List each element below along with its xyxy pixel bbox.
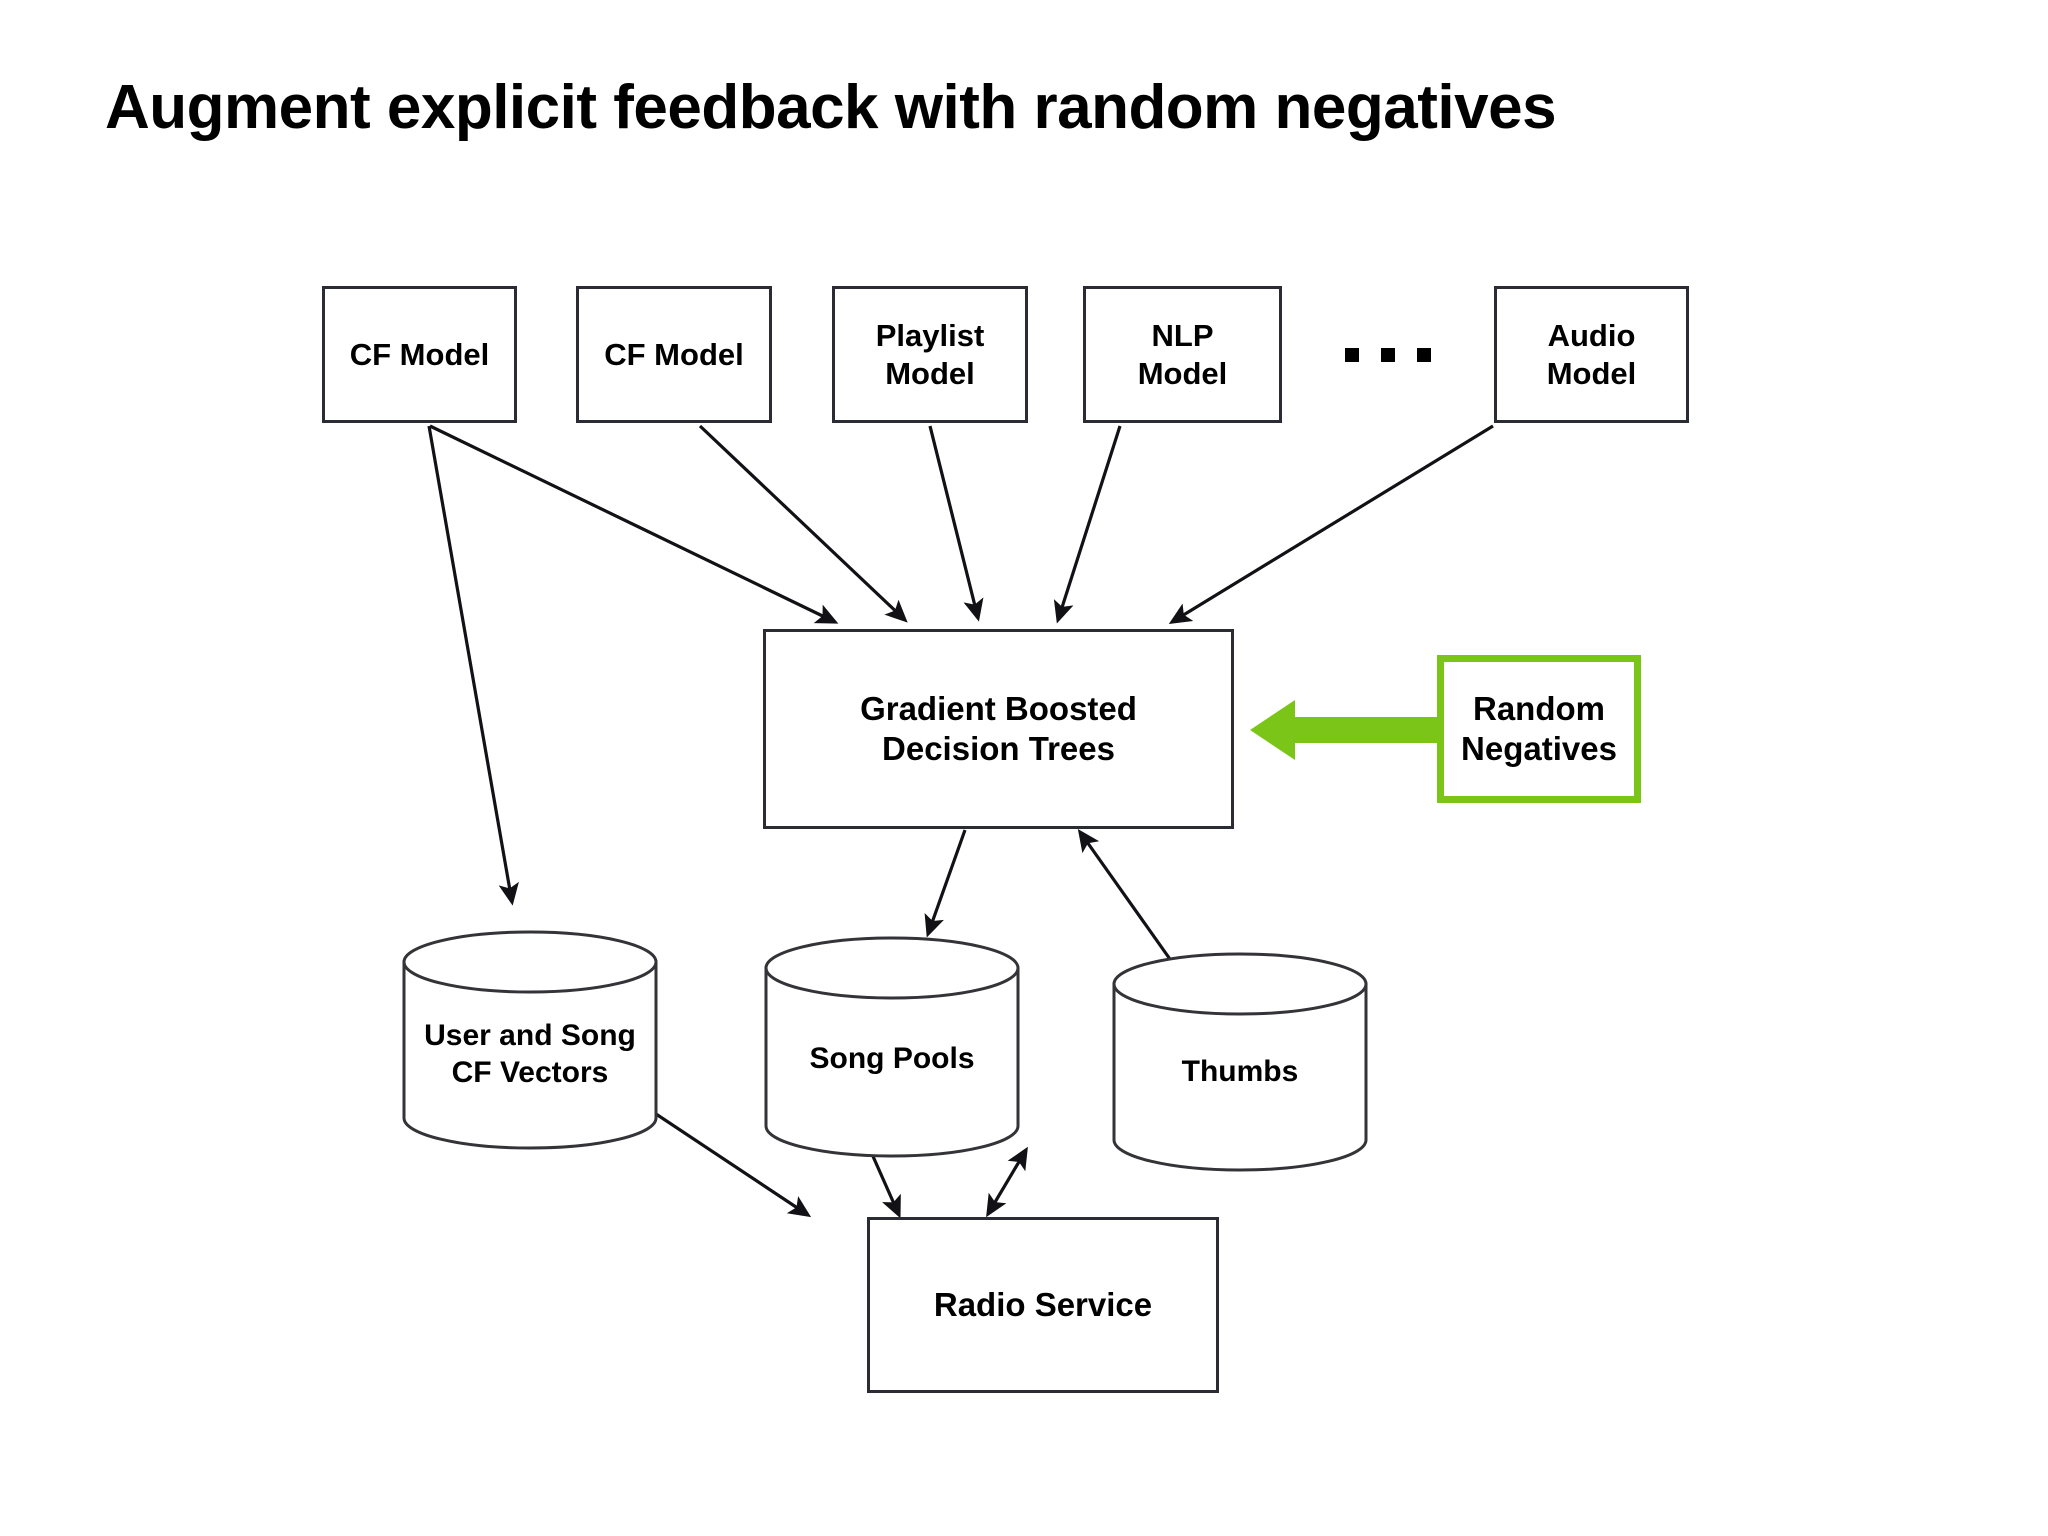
edge-nlp-model-to-gbdt <box>1053 425 1122 624</box>
edge-gbdt-to-song-pools <box>924 829 967 938</box>
radio-service-box[interactable]: Radio Service <box>867 1217 1219 1393</box>
model-label-line2: Model <box>885 355 975 391</box>
model-label: CF Model <box>604 336 744 372</box>
edge-cf-model-1-to-gbdt <box>429 424 839 624</box>
datastore-user-and-song-cf-vectors[interactable]: User and Song CF Vectors <box>404 1010 656 1100</box>
edge-audio-model-to-gbdt <box>1168 424 1494 624</box>
random-negatives-arrow <box>1250 700 1437 760</box>
ellipsis-dot-2 <box>1381 348 1395 362</box>
datastore-thumbs[interactable]: Thumbs <box>1114 1048 1366 1096</box>
gbdt-label-line1: Gradient Boosted <box>860 689 1137 727</box>
cylinder-body-3 <box>1112 982 1368 1172</box>
model-label-line2: Model <box>1137 355 1228 391</box>
page-title: Augment explicit feedback with random ne… <box>105 73 1557 142</box>
cylinder-top-1 <box>402 930 658 994</box>
cylinder-body-2 <box>764 966 1020 1158</box>
random-negatives-label-line1: Random <box>1473 689 1605 727</box>
model-box-audio-model[interactable]: Audio Model <box>1494 286 1689 423</box>
gbdt-label-line2: Decision Trees <box>882 730 1115 767</box>
random-negatives-box[interactable]: Random Negatives <box>1437 655 1641 803</box>
datastore-label-line2: CF Vectors <box>451 1056 609 1089</box>
model-label-line2: Model <box>1546 355 1637 391</box>
datastore-song-pools[interactable]: Song Pools <box>766 1035 1018 1083</box>
ellipsis-dot-3 <box>1417 348 1431 362</box>
gradient-boosted-decision-trees-box[interactable]: Gradient Boosted Decision Trees <box>763 629 1234 829</box>
datastore-label-line1: Thumbs <box>1181 1054 1299 1088</box>
edge-thumbs-radio-service-bidirectional <box>986 1146 1028 1218</box>
cylinder-top-2 <box>764 936 1020 1000</box>
datastore-label-line1: Song Pools <box>809 1041 975 1075</box>
edge-cf-vectors-to-radio-service <box>643 1104 812 1218</box>
model-box-cf-model-2[interactable]: CF Model <box>576 286 772 423</box>
model-box-playlist-model[interactable]: Playlist Model <box>832 286 1028 423</box>
model-label: CF Model <box>349 336 490 372</box>
ellipsis-icon <box>1345 348 1431 362</box>
model-label-line1: Audio <box>1547 317 1636 353</box>
edge-playlist-model-to-gbdt <box>928 425 984 622</box>
model-box-cf-model-1[interactable]: CF Model <box>322 286 517 423</box>
edge-cf-model-2-to-gbdt <box>698 424 908 623</box>
radio-service-label: Radio Service <box>933 1285 1153 1323</box>
edge-thumbs-to-gbdt <box>1077 828 1174 963</box>
datastore-label-line1: User and Song <box>424 1019 636 1053</box>
cylinder-body-1 <box>402 960 658 1150</box>
edge-cf-model-1-to-cf-vectors <box>427 425 519 906</box>
ellipsis-dot-1 <box>1345 348 1359 362</box>
model-label-line1: NLP <box>1151 317 1214 353</box>
random-negatives-label-line2: Negatives <box>1461 730 1617 767</box>
model-box-nlp-model[interactable]: NLP Model <box>1083 286 1282 423</box>
model-label-line1: Playlist <box>875 317 985 353</box>
cylinder-top-3 <box>1112 952 1368 1016</box>
